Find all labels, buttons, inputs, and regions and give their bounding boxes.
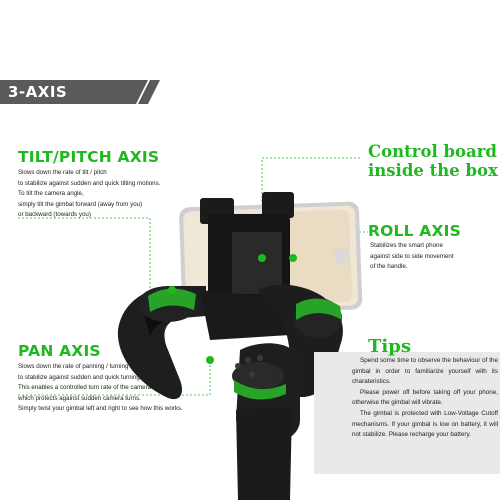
pan-line: Slows down the rate of panning / turning xyxy=(18,363,129,370)
pan-axis-description: Slows down the rate of panning / turning… xyxy=(18,362,183,415)
pan-line: to stabilize against sudden and quick tu… xyxy=(18,373,142,381)
tips-title: Tips xyxy=(368,336,411,357)
pan-axis-title: PAN AXIS xyxy=(18,342,101,360)
roll-line: of the handle. xyxy=(370,263,408,271)
gimbal-handle xyxy=(236,406,292,500)
control-board-line2: inside the box xyxy=(368,161,498,180)
roll-line: Stabilizes the smart phone xyxy=(370,242,443,249)
indicator-dots xyxy=(168,254,297,364)
pan-line: which protects against sudden camera tur… xyxy=(18,394,141,402)
banner-title: 3-AXIS FUNCTION xyxy=(8,83,100,119)
control-board-title: Control board inside the box xyxy=(368,142,498,180)
tips-paragraph: Spend some time to observe the behaviour… xyxy=(352,357,498,386)
control-board-line1: Control board xyxy=(368,142,497,161)
tips-body: Spend some time to observe the behaviour… xyxy=(352,356,498,441)
tilt-line: to stabilize against sudden and quick ti… xyxy=(18,179,161,187)
tilt-axis-description: Slows down the rate of tilt / pitch to s… xyxy=(18,168,160,221)
section-banner: 3-AXIS FUNCTION xyxy=(0,80,160,119)
banner-shape xyxy=(0,80,160,104)
tips-panel xyxy=(314,352,500,474)
roll-axis-description: Stabilizes the smart phone against side … xyxy=(370,241,454,273)
tilt-line: Slows down the rate of tilt / pitch xyxy=(18,169,107,176)
pan-line: Simply twist your gimbal left and right … xyxy=(18,405,183,413)
tilt-axis-title: TILT/PITCH AXIS xyxy=(18,148,160,166)
roll-line: against side to side movement xyxy=(370,252,454,260)
tilt-line: To tilt the camera angle, xyxy=(18,190,84,198)
tips-paragraph: Please power off before taking off your … xyxy=(352,388,498,407)
tilt-line: or backward (towards you) xyxy=(18,211,91,219)
tilt-line: simply tilt the gimbal forward (away fro… xyxy=(18,200,143,208)
pan-line: This enables a controlled turn rate of t… xyxy=(18,384,152,392)
roll-axis-title: ROLL AXIS xyxy=(368,222,461,240)
tips-paragraph: The gimbal is protected with Low-Voltage… xyxy=(352,409,498,439)
